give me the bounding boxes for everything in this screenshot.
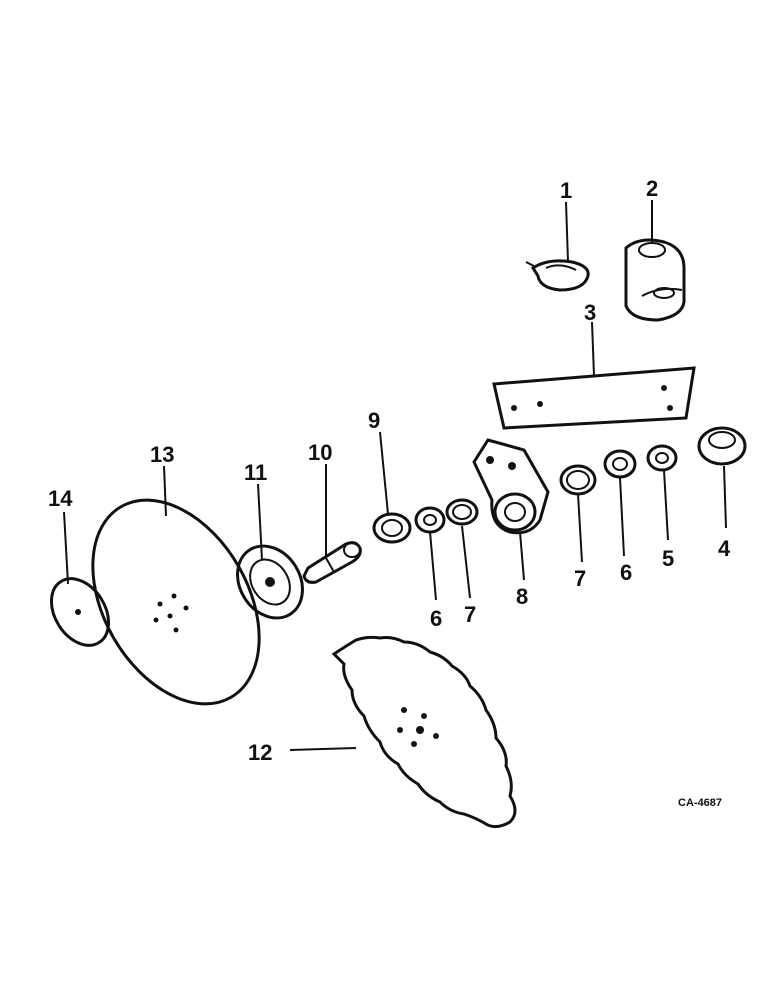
leader-lines (63, 200, 727, 751)
part-13-disc-blade (91, 498, 261, 706)
callout-9: 9 (368, 408, 380, 433)
callout-12: 12 (248, 740, 272, 765)
callout-8: 8 (516, 584, 528, 609)
part-12-notched-disc (331, 635, 517, 829)
part-4-cap (697, 426, 747, 466)
callout-13: 13 (150, 442, 174, 467)
part-2-block (624, 238, 686, 322)
part-11-flange (236, 544, 304, 620)
part-8-hub-housing (472, 438, 550, 535)
callout-11: 11 (244, 460, 267, 485)
part-3-plate (492, 366, 696, 430)
callout-4: 4 (718, 536, 731, 561)
part-9-seal (372, 512, 412, 544)
callout-5: 5 (662, 546, 674, 571)
part-6-bearing-right (603, 449, 637, 479)
callout-6-right: 6 (620, 560, 632, 585)
drawing-code: CA-4687 (678, 797, 722, 809)
callout-7-left: 7 (464, 602, 476, 627)
part-7-ring-left (445, 498, 479, 526)
callout-7-right: 7 (574, 566, 586, 591)
callout-3: 3 (584, 300, 596, 325)
part-1-clamp (525, 259, 590, 292)
callout-14: 14 (48, 486, 73, 511)
part-10-spindle (302, 541, 362, 584)
part-14-washer (49, 577, 111, 647)
part-7-ring-right (559, 464, 597, 496)
part-6-bearing-left (414, 506, 446, 534)
callout-labels: 1 2 3 4 5 6 7 8 7 6 9 10 11 13 14 12 (48, 176, 731, 765)
part-5-nut (646, 444, 678, 472)
callout-10: 10 (308, 440, 332, 465)
callout-2: 2 (646, 176, 658, 201)
callout-6-left: 6 (430, 606, 442, 631)
callout-1: 1 (560, 178, 572, 203)
